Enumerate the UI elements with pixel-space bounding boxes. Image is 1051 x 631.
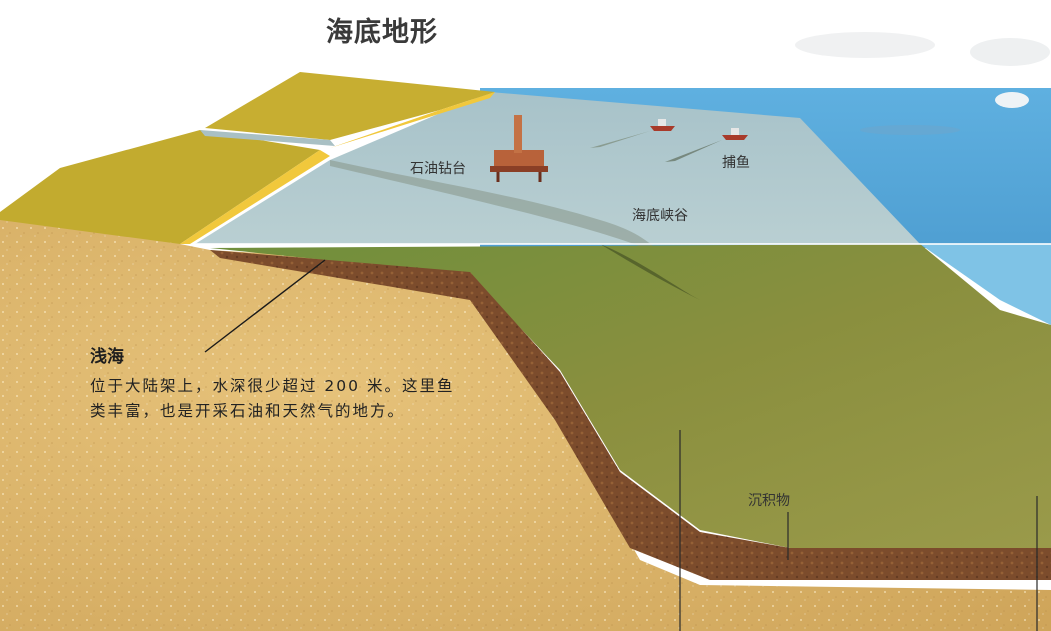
fishing-boat-icon: [590, 119, 675, 148]
callout-heading: 浅海: [90, 347, 124, 367]
beach: [330, 92, 495, 148]
label-canyon: 海底峡谷: [632, 208, 688, 224]
coastal-land-lower: [0, 130, 320, 244]
label-oil-rig: 石油钻台: [410, 161, 466, 177]
fishing-boat-icon: [665, 128, 748, 162]
callout-leader-line: [204, 259, 326, 353]
cloud: [860, 125, 960, 135]
crust-texture: [0, 220, 1051, 631]
canyon-shadow: [600, 244, 700, 300]
cloud: [795, 32, 935, 58]
sediment-texture: [210, 250, 1051, 580]
cloud: [970, 38, 1050, 66]
ocean-lower: [920, 244, 1051, 325]
river: [200, 130, 335, 146]
coastal-land-upper: [205, 72, 495, 140]
label-sediment: 沉积物: [748, 493, 790, 509]
oil-rig-icon: [490, 115, 548, 182]
continental-slope: [210, 244, 1051, 548]
label-fishing: 捕鱼: [722, 155, 750, 171]
canyon-channel: [330, 160, 700, 300]
beach: [180, 150, 330, 244]
diagram-title: 海底地形: [326, 17, 438, 48]
cloud: [995, 92, 1029, 108]
callout-description: 位于大陆架上，水深很少超过 200 米。这里鱼类丰富，也是开采石油和天然气的地方…: [90, 377, 455, 420]
